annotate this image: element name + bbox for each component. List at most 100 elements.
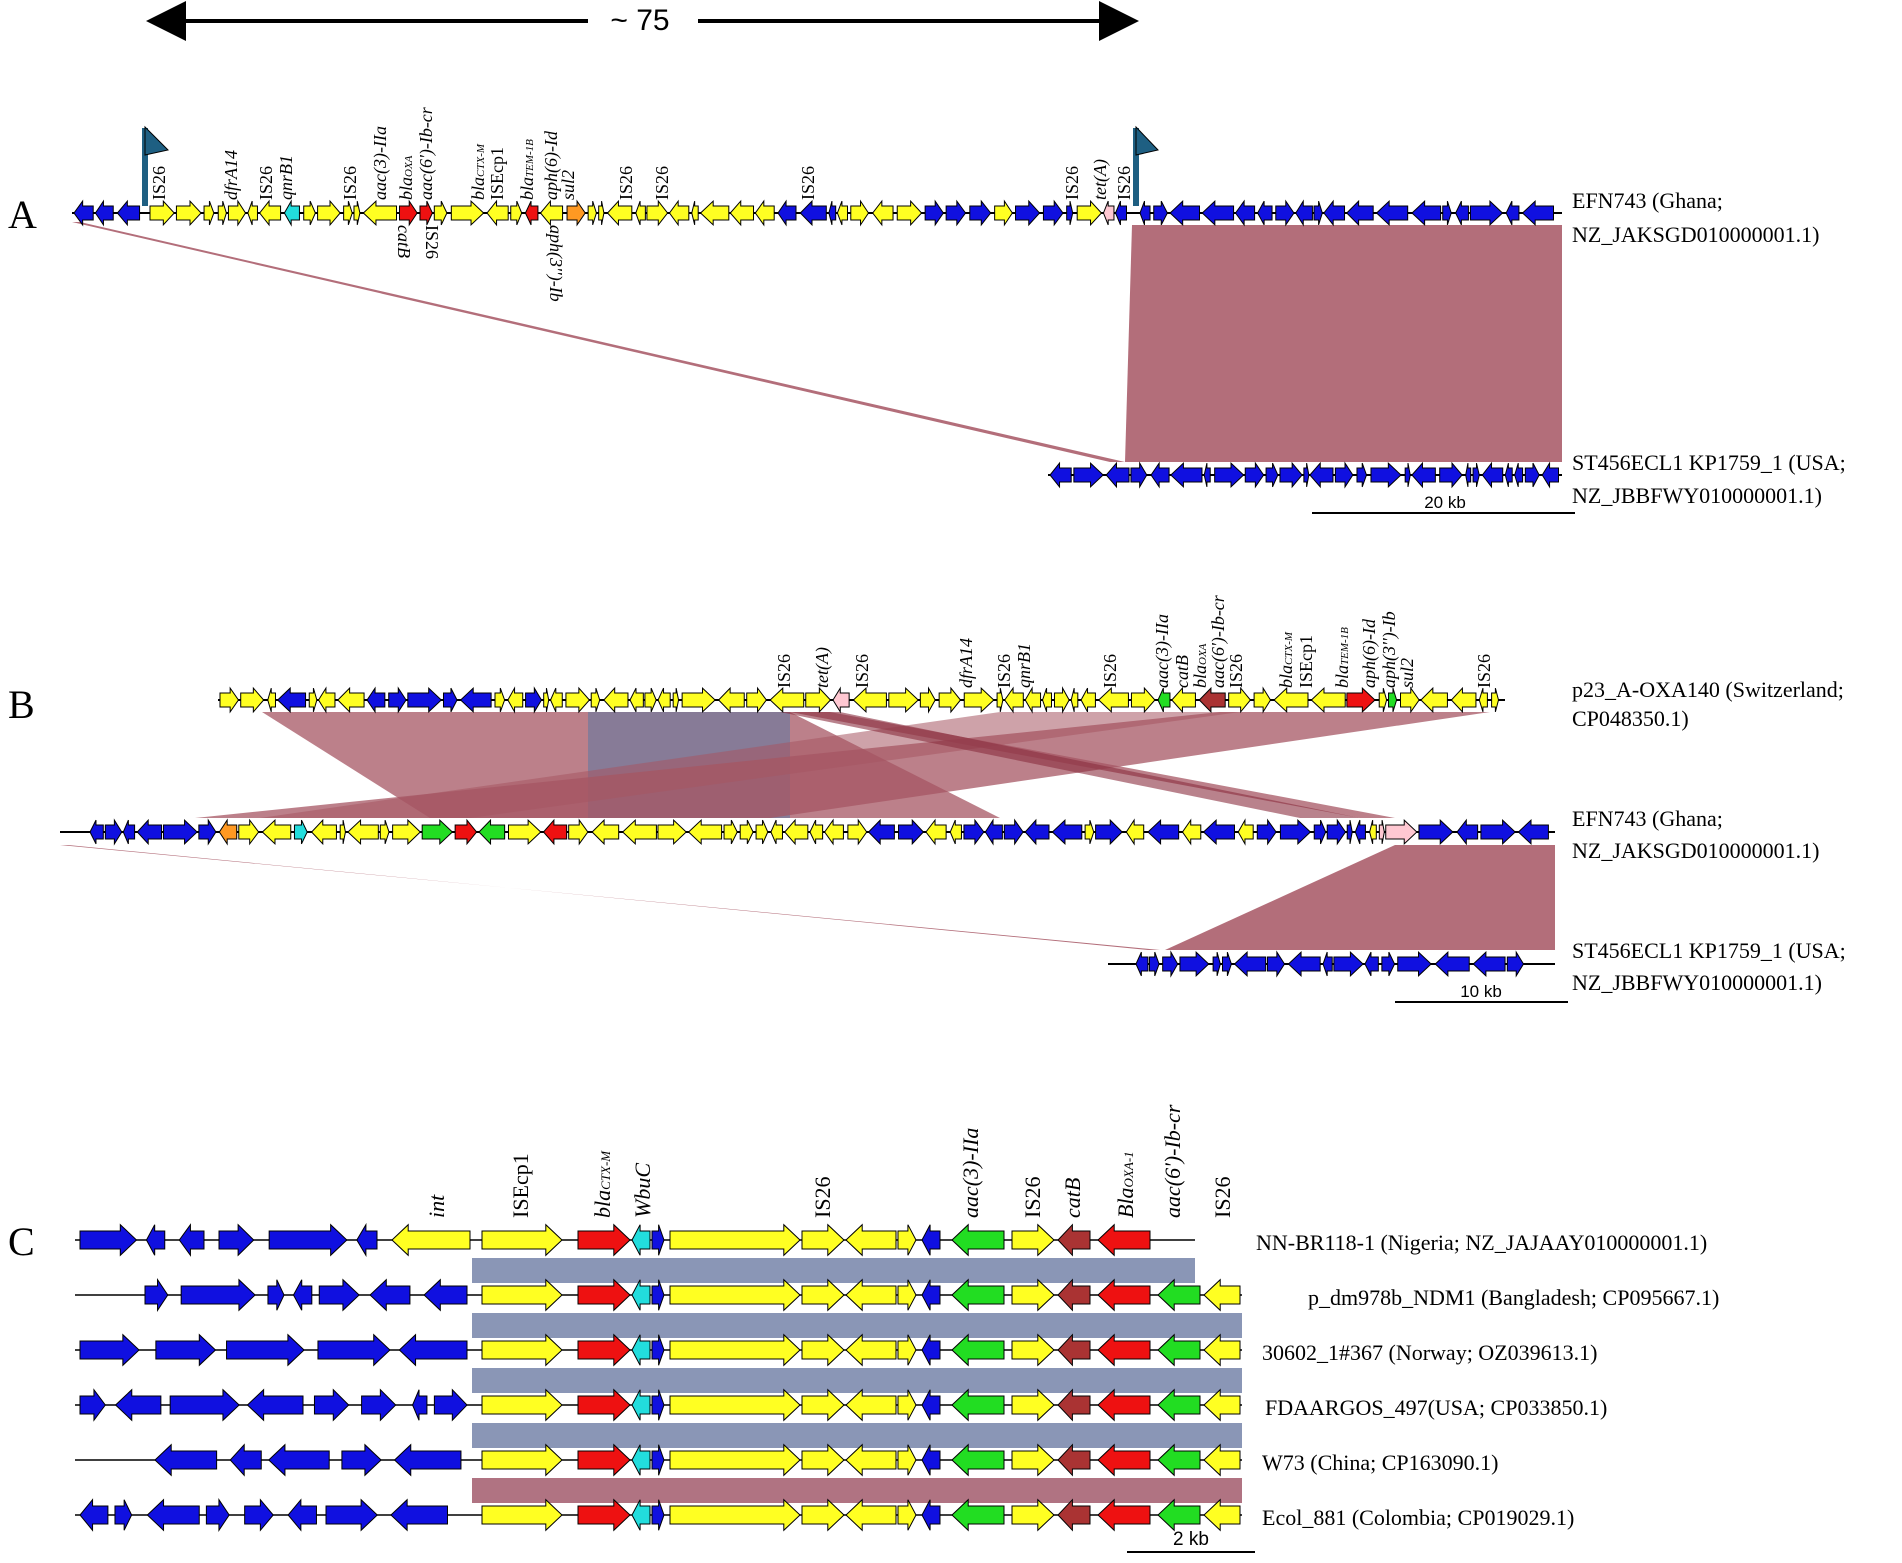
gene-arrow (898, 818, 925, 846)
gene-arrow (308, 687, 318, 713)
gene-arrow (598, 201, 605, 225)
gene-arrow (1326, 818, 1347, 846)
gene-arrow (310, 818, 337, 846)
gene-label: BlaOXA-1 (1113, 1151, 1138, 1218)
span-label: ~ 75 (610, 4, 669, 37)
gene-arrow (79, 1223, 138, 1257)
gene-arrow (1169, 199, 1200, 227)
gene-arrow (267, 1279, 285, 1311)
gene-arrow (963, 818, 985, 846)
gene-arrow (247, 200, 258, 226)
gene-label: IS26 (994, 654, 1014, 688)
gene-arrow (801, 1498, 845, 1532)
gene-label: ISEcp1 (508, 1153, 533, 1218)
gene-labels-top: IS26 tet(A) IS26 dfrA14 IS26 qnrB1 IS26 … (774, 594, 1494, 688)
track-name: ST456ECL1 KP1759_1 (USA; (1572, 450, 1846, 475)
gene-arrow (651, 1499, 665, 1531)
gene-arrow (1171, 686, 1196, 714)
gene-label: dfrA14 (221, 150, 241, 200)
gene-arrow (577, 1333, 631, 1367)
flag-icon (1133, 125, 1159, 206)
span-indicator: ~ 75 (146, 1, 1139, 41)
gene-arrow (672, 688, 680, 712)
gene-arrow (391, 1223, 471, 1257)
gene-arrow (1057, 1278, 1091, 1312)
gene-arrow (1506, 950, 1525, 978)
track-name: FDAARGOS_497(USA; CP033850.1) (1265, 1395, 1607, 1420)
track-accession: NZ_JAKSGD010000001.1) (1572, 838, 1820, 863)
panel-c: C int ISEcp1 blaCTX-M WbuC IS26 aac(3)-I… (8, 1104, 1719, 1553)
scale-bar-label: 10 kb (1460, 982, 1502, 1001)
gene-arrow (317, 686, 336, 714)
gene-arrow (1051, 818, 1083, 846)
gene-arrow (178, 1223, 205, 1257)
gene-arrow (1504, 462, 1513, 488)
gene-arrow (356, 1222, 378, 1258)
gene-arrow (644, 687, 657, 713)
gene-arrow (770, 819, 783, 845)
gene-arrow (478, 818, 506, 846)
gene-arrow (1385, 818, 1418, 846)
gene-arrow (969, 199, 992, 227)
gene-arrow (687, 818, 723, 846)
gene-arrow (268, 1223, 348, 1257)
gene-arrow (267, 687, 276, 713)
gene-arrow (510, 200, 523, 226)
track-name: p23_A-OXA140 (Switzerland; (1572, 677, 1844, 702)
gene-arrow (238, 818, 260, 846)
gene-tracks (75, 1222, 1242, 1532)
homology-band (472, 1258, 1195, 1283)
gene-arrow (1114, 200, 1127, 226)
gene-arrow (369, 1278, 411, 1312)
gene-arrow (669, 1443, 801, 1477)
track-name: p_dm978b_NDM1 (Bangladesh; CP095667.1) (1308, 1285, 1719, 1310)
gene-arrow (292, 1279, 313, 1311)
gene-arrow (337, 686, 365, 714)
gene-arrow (539, 199, 564, 227)
homology-band (472, 1478, 1242, 1503)
gene-label: tet(A) (1090, 159, 1111, 200)
gene-arrow (938, 686, 962, 714)
gene-arrow (852, 686, 887, 714)
gene-arrow (313, 1388, 350, 1422)
gene-arrow (1066, 200, 1074, 226)
gene-arrow (1130, 686, 1156, 714)
gene-arrow (699, 199, 730, 227)
gene-arrow (268, 1443, 330, 1477)
gene-arrow (1084, 819, 1095, 845)
gene-arrow (746, 686, 767, 714)
gene-arrow (1203, 1333, 1241, 1367)
gene-arrow (287, 1498, 317, 1532)
gene-arrow (1011, 1223, 1055, 1257)
gene-arrow (921, 1224, 941, 1256)
gene-arrow (1333, 950, 1364, 978)
gene-arrow (205, 1498, 230, 1532)
gene-arrow (845, 1388, 897, 1422)
track-accession: NZ_JAKSGD010000001.1) (1572, 222, 1820, 247)
gene-arrow (116, 199, 141, 227)
gene-arrow (1139, 200, 1151, 226)
gene-arrow (1011, 1278, 1055, 1312)
gene-arrow (691, 200, 699, 226)
gene-label: IS26 (1474, 654, 1494, 688)
gene-arrow (1354, 819, 1366, 845)
gene-arrow (1257, 200, 1273, 226)
panel-b: B IS26 tet(A) IS26 dfrA14 IS26 qnrB1 IS2… (8, 594, 1846, 1003)
gene-arrow (669, 1388, 801, 1422)
gene-label: blaCTX-M (590, 1150, 615, 1218)
gene-arrow (317, 1333, 391, 1367)
gene-arrow (79, 1498, 109, 1532)
gene-arrow (293, 819, 308, 845)
gene-arrow (226, 1333, 305, 1367)
gene-label: aac(6')-Ib-cr (1160, 1104, 1185, 1218)
gene-arrow (845, 1278, 897, 1312)
gene-arrow (1411, 461, 1436, 489)
gene-arrow (423, 1278, 468, 1312)
gene-arrow (1491, 687, 1500, 713)
gene-label: IS26 (810, 1176, 835, 1218)
gene-arrow (542, 818, 568, 846)
gene-arrow (283, 199, 300, 227)
gene-arrow (945, 199, 967, 227)
gene-arrow (801, 1443, 845, 1477)
